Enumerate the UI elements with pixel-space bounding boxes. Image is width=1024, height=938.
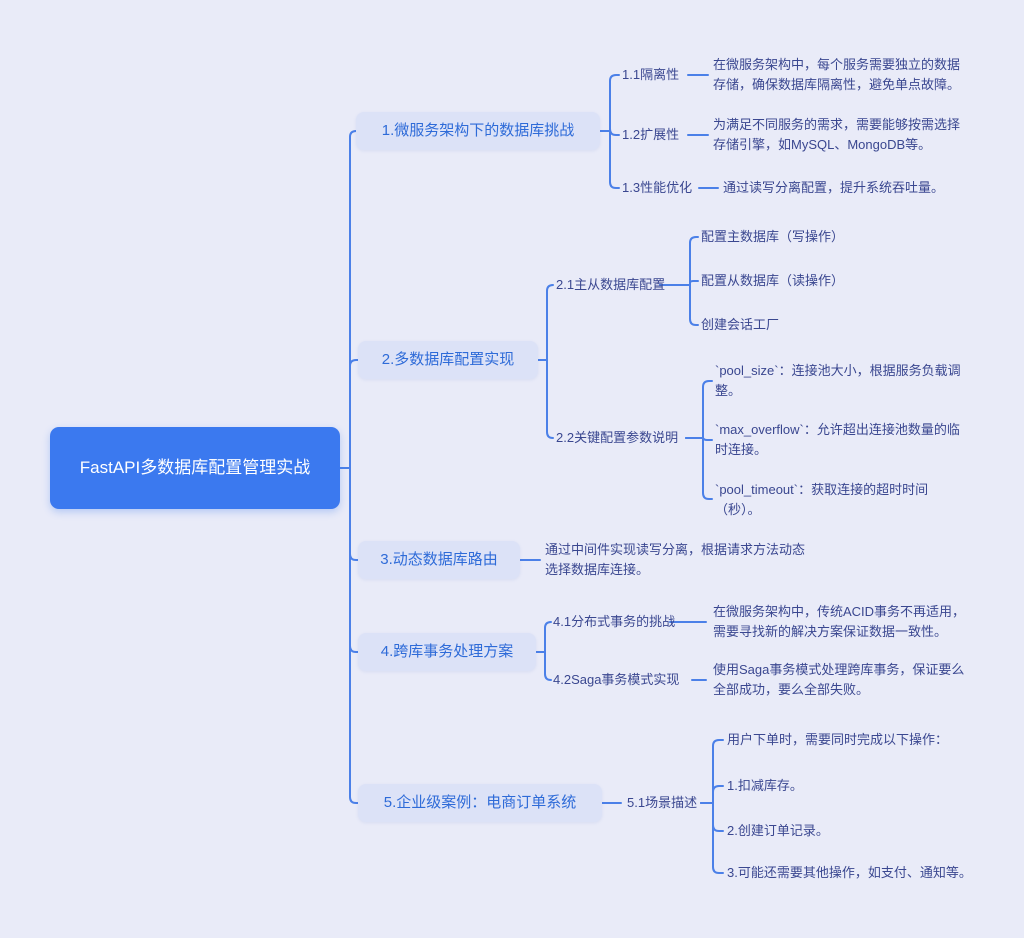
item-text-2-1-2[interactable]: 配置从数据库（读操作）	[701, 273, 845, 288]
item-text-2-2-1[interactable]: `pool_size`：连接池大小，根据服务负载调整。	[715, 363, 961, 398]
detail-text-4-1[interactable]: 在微服务架构中，传统ACID事务不再适用，需要寻找新的解决方案保证数据一致性。	[713, 604, 966, 639]
edge-topic21-item1	[659, 236, 699, 286]
item-text-5-1-4[interactable]: 3.可能还需要其他操作，如支付、通知等。	[727, 865, 972, 880]
item-text-2-1-1[interactable]: 配置主数据库（写操作）	[701, 229, 845, 244]
topic-node-2-2[interactable]: 2.2关键配置参数说明	[556, 430, 679, 445]
item-text-5-1-3[interactable]: 2.创建订单记录。	[727, 823, 829, 838]
edge-branch4-topic42	[527, 651, 552, 681]
root-node[interactable]: FastAPI多数据库配置管理实战	[50, 427, 340, 509]
topic-node-1-3[interactable]: 1.3性能优化	[622, 180, 693, 195]
topic-node-4-1[interactable]: 4.1分布式事务的挑战	[553, 614, 676, 629]
item-text-2-2-2[interactable]: `max_overflow`：允许超出连接池数量的临时连接。	[715, 422, 960, 457]
edge-root-branch2	[339, 359, 363, 469]
edge-branch2-topic21	[529, 284, 554, 361]
topic-node-4-2[interactable]: 4.2Saga事务模式实现	[553, 672, 680, 687]
edge-branch2-topic22	[529, 359, 554, 439]
edge-topic51-item4	[700, 802, 724, 874]
edge-topic22-item3	[685, 437, 713, 500]
branch-node-5[interactable]: 5.企业级案例：电商订单系统	[358, 784, 602, 822]
branch-node-1[interactable]: 1.微服务架构下的数据库挑战	[356, 112, 600, 150]
topic-node-1-2[interactable]: 1.2扩展性	[622, 127, 680, 142]
edge-topic51-item2	[700, 785, 724, 804]
edge-topic22-item1	[685, 380, 713, 439]
detail-text-1-3[interactable]: 通过读写分离配置，提升系统吞吐量。	[723, 180, 945, 195]
edge-branch4-topic41	[527, 621, 552, 653]
edge-topic21-item2	[659, 280, 699, 286]
detail-text-1-2[interactable]: 为满足不同服务的需求，需要能够按需选择存储引擎，如MySQL、MongoDB等。	[713, 117, 961, 152]
item-text-2-2-3[interactable]: `pool_timeout`：获取连接的超时时间（秒）。	[715, 482, 929, 517]
branch-node-4[interactable]: 4.跨库事务处理方案	[358, 633, 536, 671]
item-text-5-1-2[interactable]: 1.扣减库存。	[727, 778, 803, 793]
item-text-2-1-3[interactable]: 创建会话工厂	[701, 317, 780, 332]
edge-branch1-topic13	[591, 130, 620, 189]
topic-node-5-1[interactable]: 5.1场景描述	[627, 795, 698, 810]
branch-node-2[interactable]: 2.多数据库配置实现	[358, 341, 538, 379]
branch-node-3[interactable]: 3.动态数据库路由	[358, 541, 520, 579]
edge-branch1-topic11	[591, 74, 620, 132]
item-text-5-1-1[interactable]: 用户下单时，需要同时完成以下操作：	[727, 732, 949, 747]
topic-node-1-1[interactable]: 1.1隔离性	[622, 67, 680, 82]
detail-text-1-1[interactable]: 在微服务架构中，每个服务需要独立的数据存储，确保数据库隔离性，避免单点故障。	[713, 57, 961, 92]
edge-topic21-item3	[659, 284, 699, 326]
topic-node-2-1[interactable]: 2.1主从数据库配置	[556, 277, 666, 292]
edge-topic51-item1	[700, 739, 724, 804]
detail-text-3[interactable]: 通过中间件实现读写分离，根据请求方法动态选择数据库连接。	[545, 542, 806, 577]
edge-branch1-topic12	[591, 128, 620, 136]
edge-root-branch1	[339, 130, 361, 469]
detail-text-4-2[interactable]: 使用Saga事务模式处理跨库事务，保证要么全部成功，要么全部失败。	[713, 662, 965, 697]
edge-root-branch5	[339, 467, 363, 804]
